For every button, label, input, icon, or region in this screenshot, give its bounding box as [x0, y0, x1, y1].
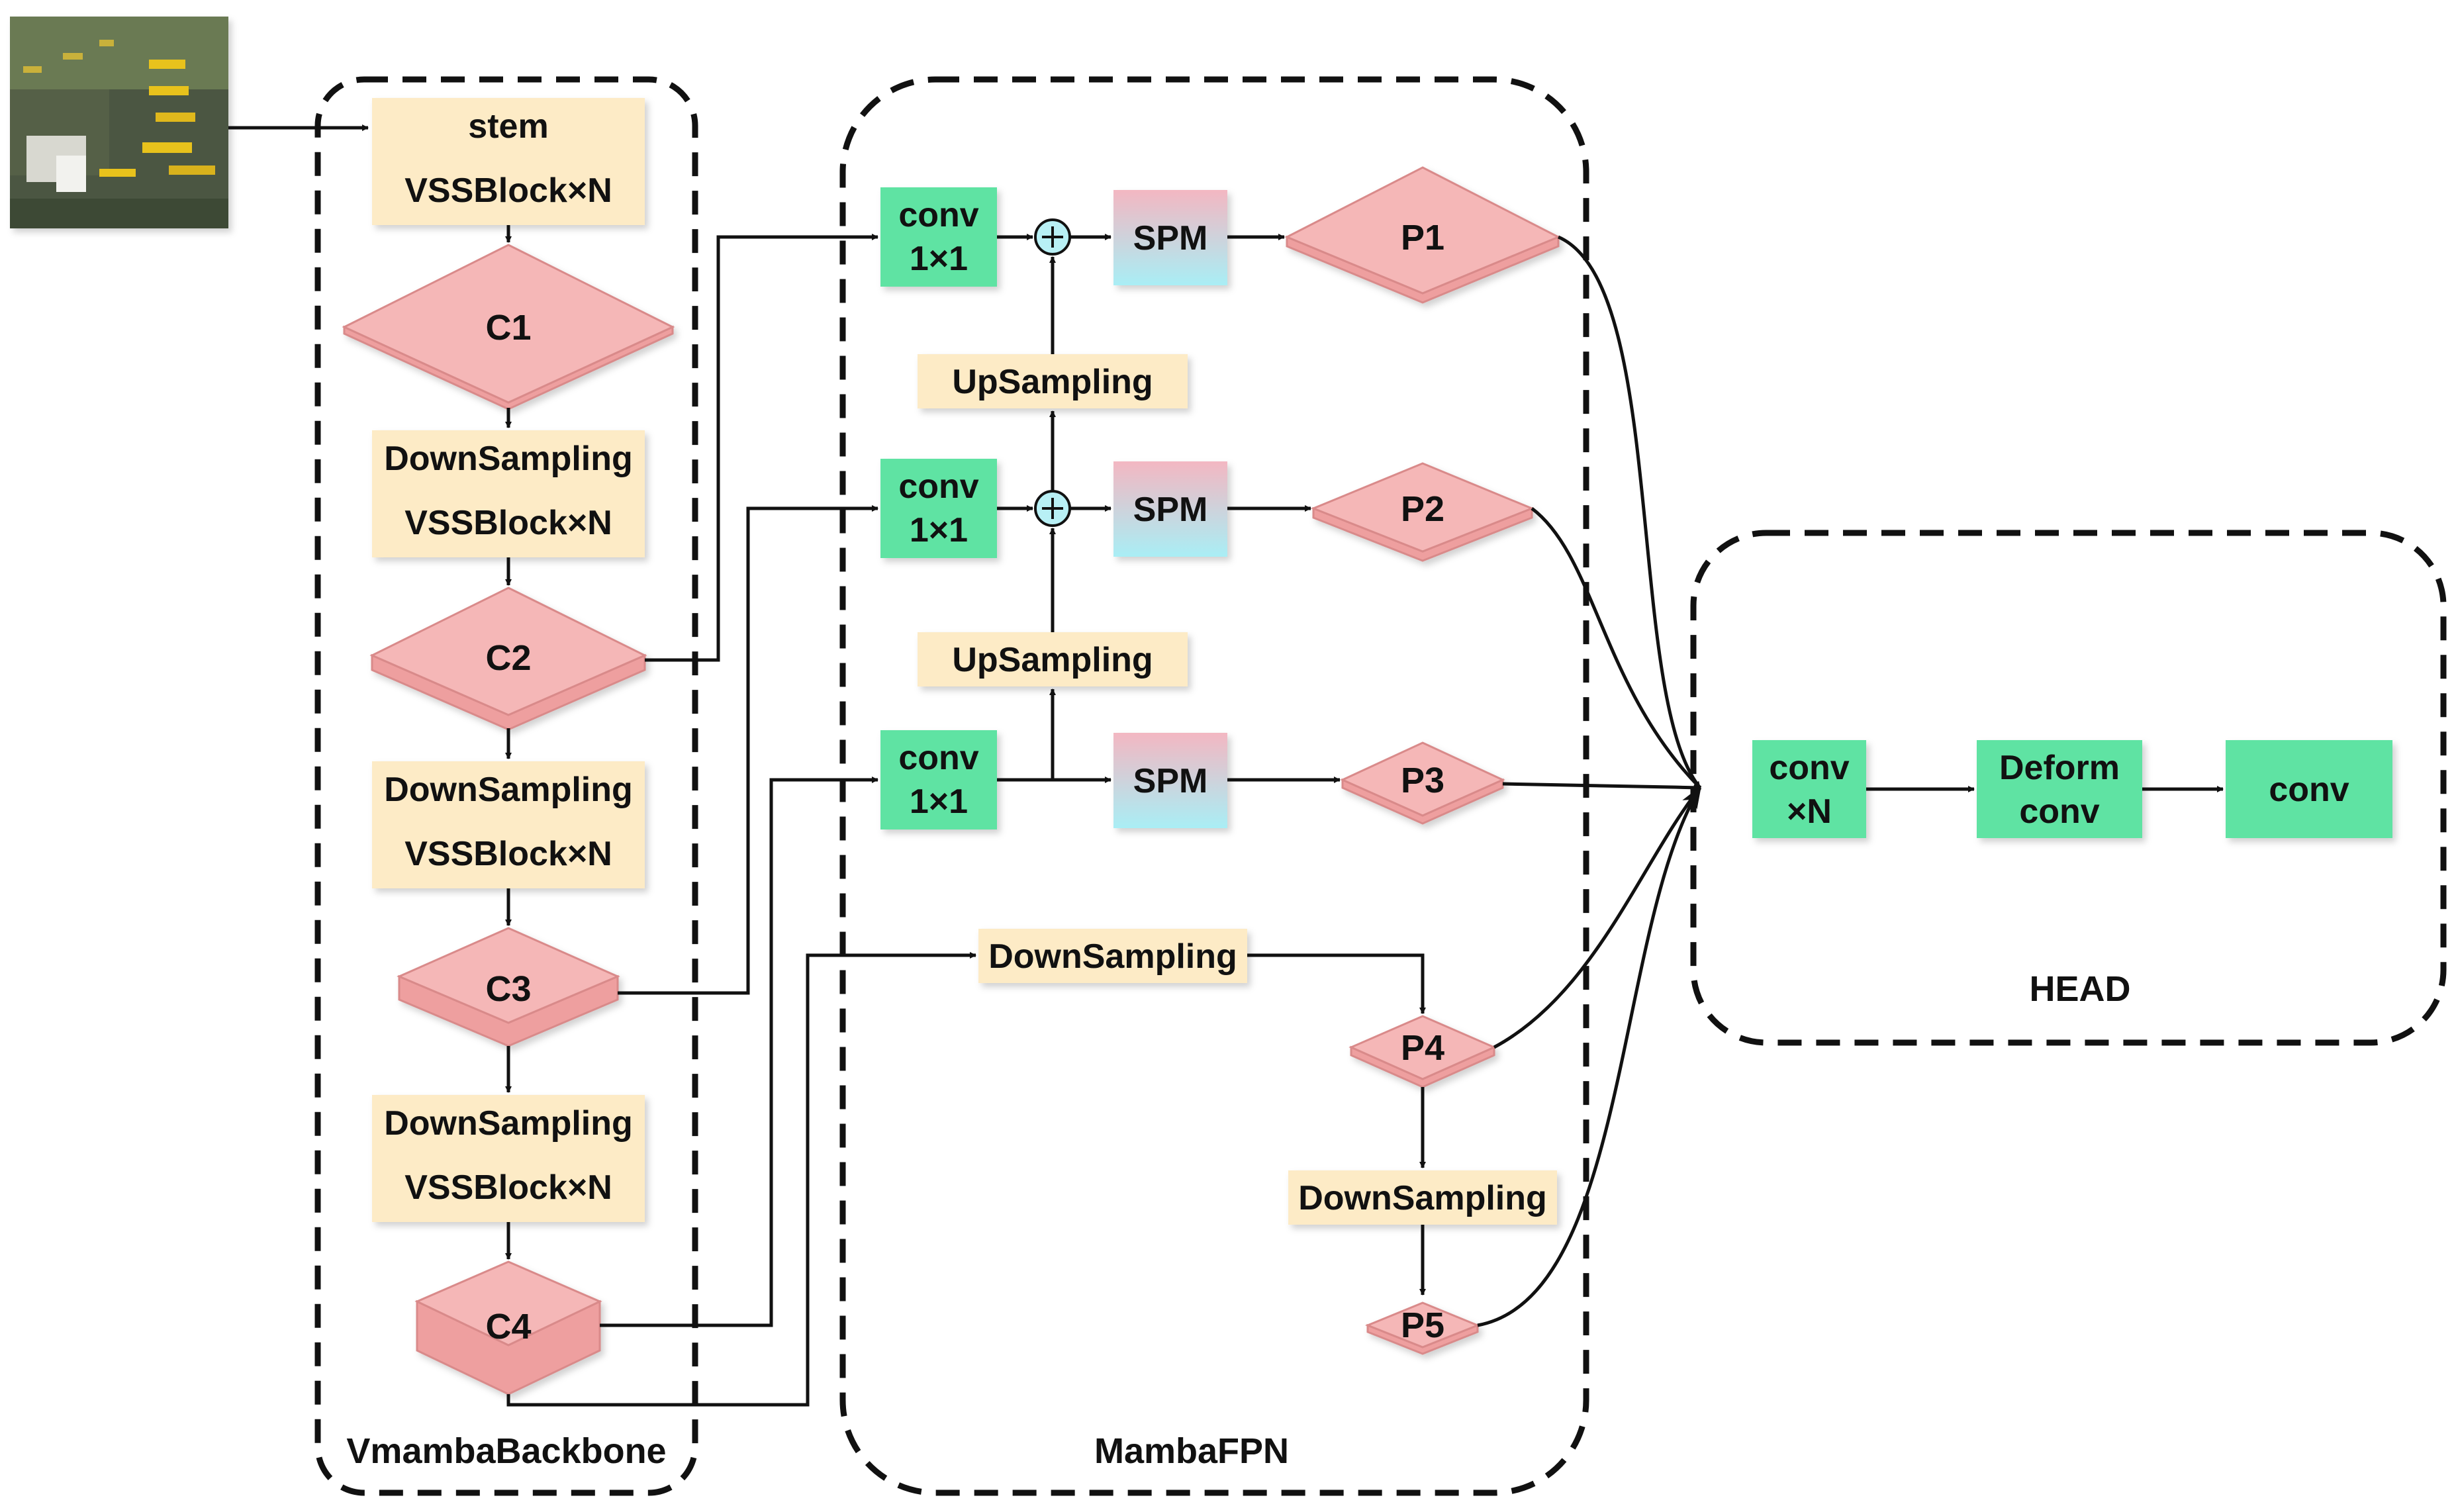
conv2-line2: 1×1	[910, 511, 968, 549]
vss-label-3: VSSBlock×N	[404, 1168, 612, 1207]
conv1x1-block-1	[880, 187, 997, 287]
conv1-line2: 1×1	[910, 240, 968, 278]
p2-label: P2	[1401, 489, 1444, 529]
c1-label: C1	[485, 308, 531, 348]
vss-label-2: VSSBlock×N	[404, 835, 612, 873]
edge-p5-to-head	[1477, 785, 1702, 1327]
edge-p2-to-head	[1531, 507, 1701, 789]
deform-conv-block	[1977, 740, 2142, 838]
edge-p1-to-head	[1557, 235, 1701, 789]
down-label-2: DownSampling	[384, 771, 633, 809]
head-conv-label: conv	[2269, 771, 2349, 809]
fpn-group-label: MambaFPN	[1094, 1431, 1289, 1471]
c2-diamond	[369, 587, 647, 731]
conv1-line1: conv	[898, 196, 978, 234]
down-vss-block-3	[372, 1095, 645, 1222]
edge-c3-to-conv2	[618, 505, 878, 995]
head-group-label: HEAD	[2029, 969, 2130, 1009]
edge-c4-to-conv3	[600, 777, 878, 1327]
c3-diamond	[397, 927, 620, 1047]
conv-n-line2: ×N	[1787, 792, 1832, 831]
fpn-downsampling-label-1: DownSampling	[988, 937, 1237, 976]
upsampling-block-2	[918, 632, 1188, 686]
down-label-1: DownSampling	[384, 440, 633, 478]
spm-block-3	[1113, 733, 1227, 828]
c4-diamond	[414, 1260, 602, 1395]
backbone-group-border	[314, 76, 698, 1496]
upsampling-block-1	[918, 354, 1188, 408]
c2-label: C2	[485, 638, 531, 678]
add-node-2	[1034, 490, 1071, 527]
conv1x1-block-2	[880, 459, 997, 558]
down-vss-block-2	[372, 761, 645, 888]
c1-diamond	[342, 244, 675, 410]
edge-c4-to-fpn-down	[506, 952, 976, 1407]
conv3-line1: conv	[898, 739, 978, 777]
vss-label-1: VSSBlock×N	[404, 504, 612, 542]
spm-label-1: SPM	[1133, 219, 1208, 258]
conv2-line1: conv	[898, 467, 978, 506]
p1-diamond	[1284, 166, 1561, 304]
down-vss-block-1	[372, 430, 645, 557]
head-conv-block	[2226, 740, 2392, 838]
backbone-group-label: VmambaBackbone	[346, 1431, 666, 1471]
p3-label: P3	[1401, 761, 1444, 800]
spm-block-2	[1113, 461, 1227, 557]
edge-p3-to-head	[1502, 782, 1701, 791]
p5-diamond	[1364, 1301, 1481, 1355]
fpn-downsampling-block-1	[978, 929, 1247, 983]
conv1x1-block-3	[880, 730, 997, 829]
conv-n-block	[1752, 740, 1866, 838]
input-aerial-image	[10, 17, 228, 228]
p4-diamond	[1348, 1015, 1497, 1088]
stem-vss-label: VSSBlock×N	[404, 171, 612, 210]
edge-down-to-p4	[1247, 953, 1426, 1014]
add-node-1	[1034, 218, 1071, 256]
p4-label: P4	[1401, 1028, 1444, 1068]
p5-label: P5	[1401, 1305, 1444, 1345]
stem-block	[372, 98, 645, 225]
fpn-downsampling-block-2	[1288, 1170, 1557, 1225]
spm-block-1	[1113, 190, 1227, 285]
conv-n-line1: conv	[1769, 749, 1849, 787]
deform-line1: Deform	[1999, 749, 2120, 787]
edge-c2-to-conv1	[645, 234, 878, 662]
upsampling-label-1: UpSampling	[952, 363, 1153, 401]
fpn-downsampling-label-2: DownSampling	[1298, 1179, 1547, 1217]
spm-label-2: SPM	[1133, 491, 1208, 529]
down-label-3: DownSampling	[384, 1104, 633, 1143]
p1-label: P1	[1401, 218, 1444, 258]
p2-diamond	[1310, 462, 1535, 562]
deform-line2: conv	[2019, 792, 2099, 831]
conv3-line2: 1×1	[910, 782, 968, 821]
upsampling-label-2: UpSampling	[952, 641, 1153, 679]
stem-label: stem	[468, 107, 548, 146]
p3-diamond	[1340, 741, 1505, 825]
edge-p4-to-head	[1493, 786, 1701, 1049]
c4-label: C4	[485, 1307, 531, 1347]
c3-label: C3	[485, 969, 531, 1009]
head-group-border	[1690, 530, 2447, 1046]
spm-label-3: SPM	[1133, 762, 1208, 800]
